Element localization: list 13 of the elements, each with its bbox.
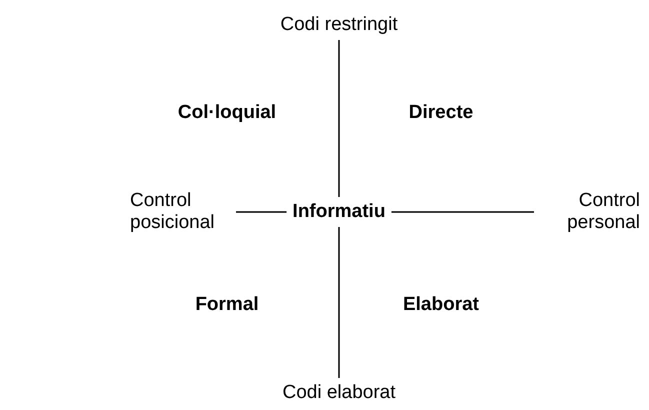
quadrant-label: Directe [408, 102, 474, 124]
axis-line [236, 211, 287, 213]
quadrant-label: Elaborat [402, 294, 480, 316]
center-label: Informatiu [292, 201, 386, 223]
axis-label: Control personal [540, 190, 640, 234]
axis-label: Control posicional [130, 190, 230, 234]
axis-line [338, 227, 340, 378]
axis-label: Codi restringit [280, 14, 398, 36]
axis-line [338, 40, 340, 197]
axis-line [391, 211, 534, 213]
quadrant-label: Formal [195, 294, 259, 316]
quadrant-label: Col·loquial [178, 102, 276, 124]
axis-label: Codi elaborat [282, 382, 396, 404]
